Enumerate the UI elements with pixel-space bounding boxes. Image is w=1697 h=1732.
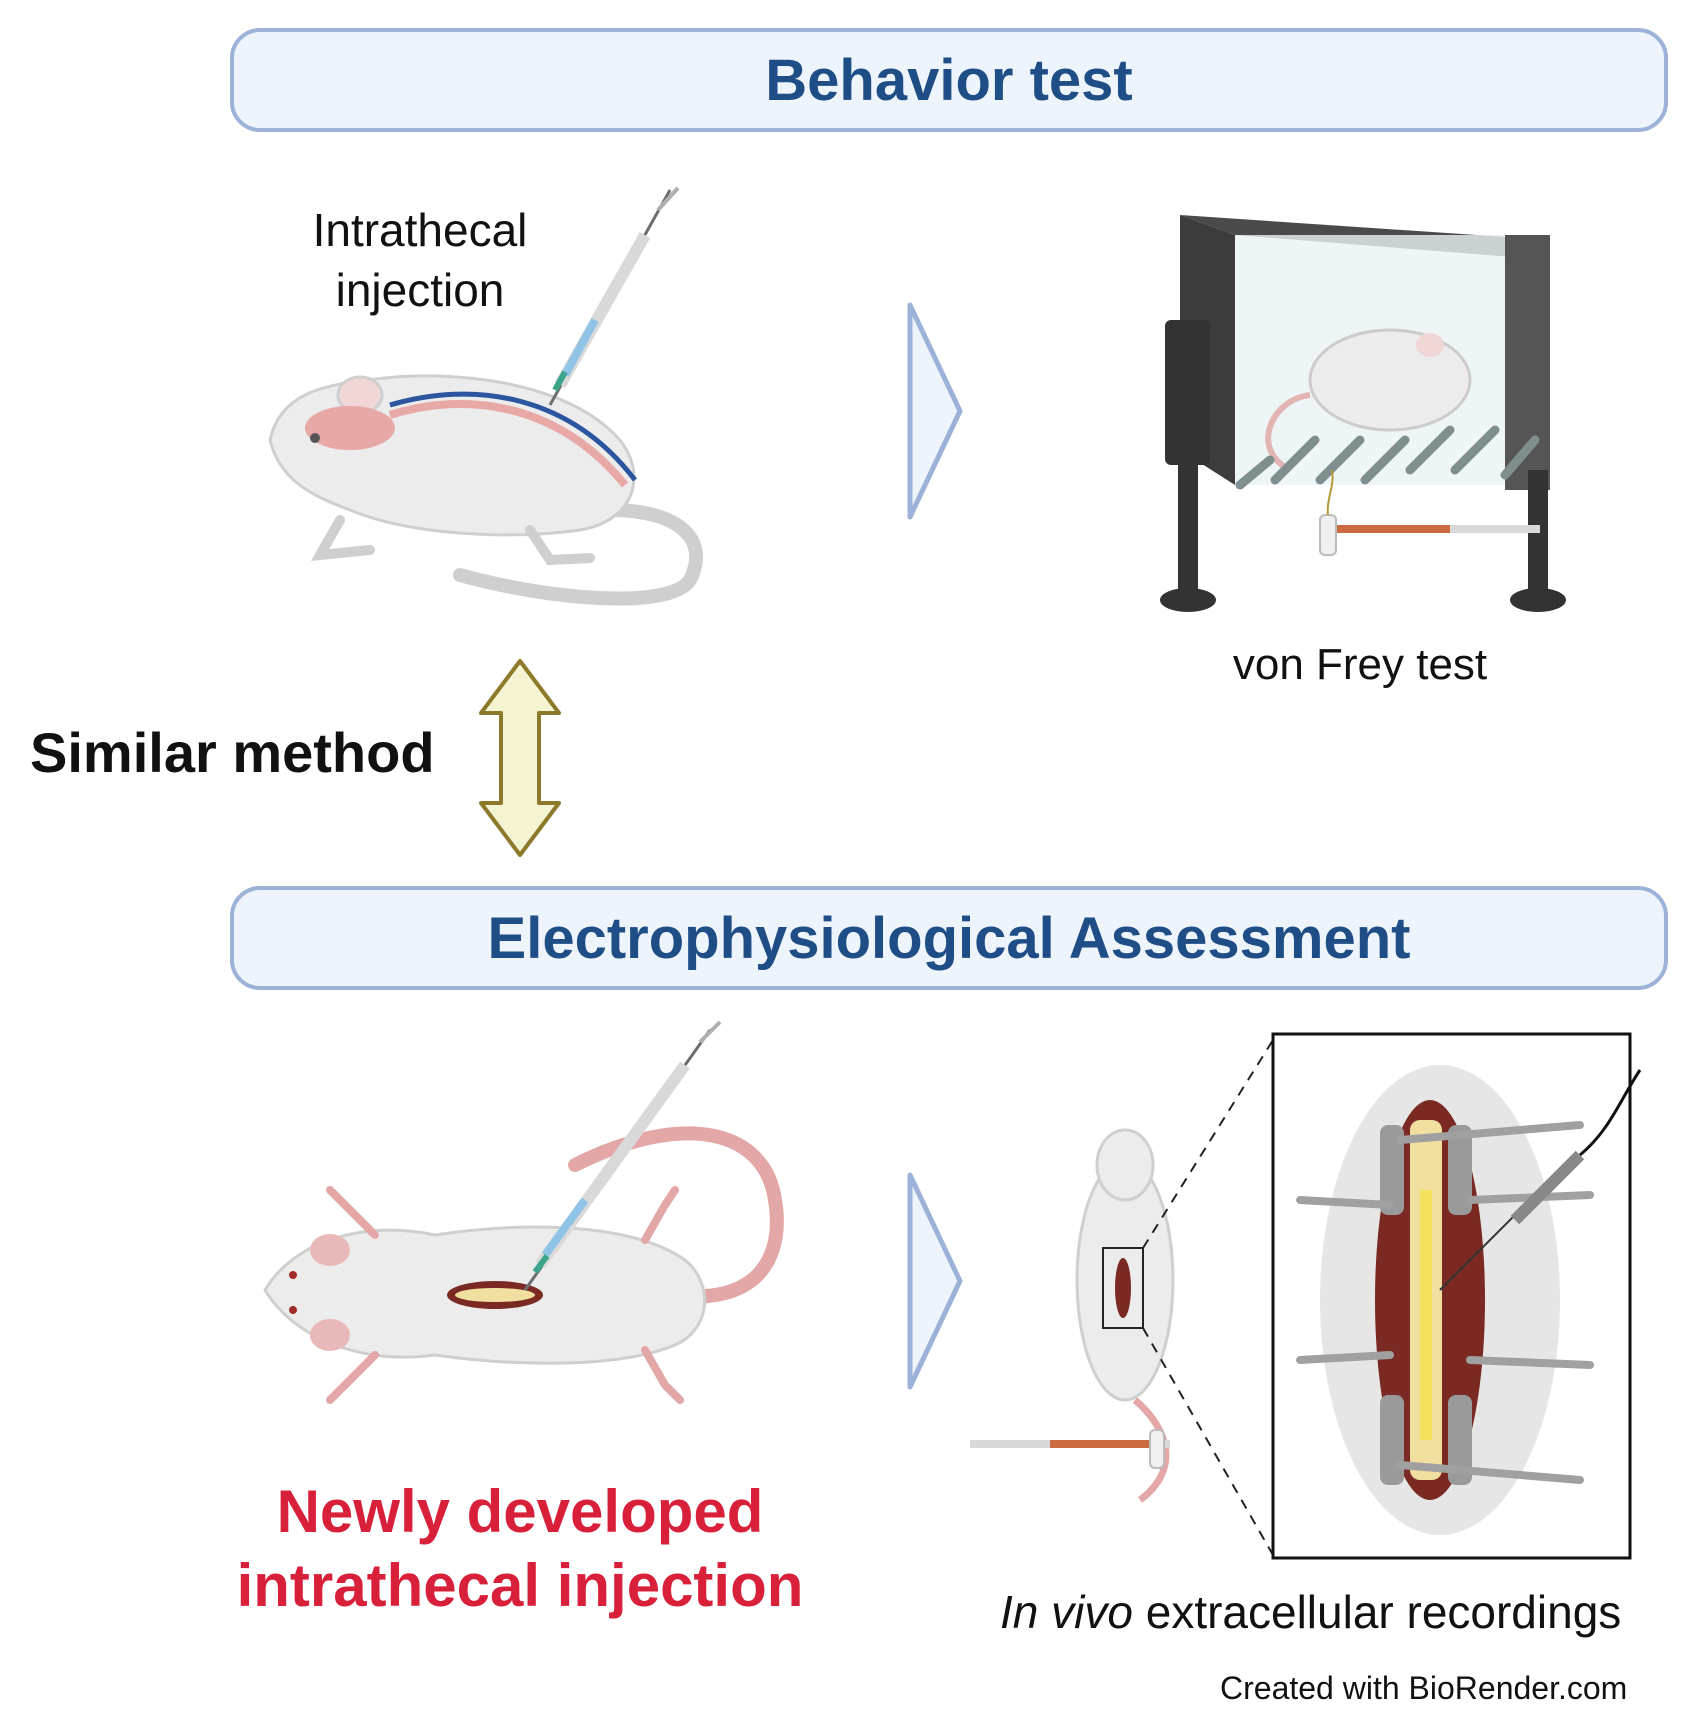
von-frey-test-label: von Frey test <box>1232 640 1488 689</box>
newly-developed-line1: Newly developed <box>276 1478 764 1545</box>
double-headed-arrow <box>479 659 561 857</box>
mouse-top-view-illustration <box>263 1020 784 1404</box>
behavior-test-title: Behavior test <box>765 47 1133 113</box>
intrathecal-line2: injection <box>335 264 505 316</box>
intrathecal-line1: Intrathecal <box>312 204 528 256</box>
in-vivo-italic-text: In vivo <box>1000 1586 1133 1638</box>
electrophysiological-assessment-banner: Electrophysiological Assessment <box>230 886 1668 990</box>
intrathecal-injection-label: Intrathecal injection <box>270 200 570 320</box>
behavior-test-banner: Behavior test <box>230 28 1668 132</box>
newly-developed-line2: intrathecal injection <box>236 1552 804 1619</box>
von-frey-apparatus-illustration <box>1160 215 1566 612</box>
in-vivo-rest-text: extracellular recordings <box>1132 1586 1622 1638</box>
in-vivo-recordings-label: In vivo extracellular recordings <box>1000 1585 1697 1639</box>
in-vivo-recording-illustration <box>970 1032 1642 1560</box>
electrophysiological-assessment-title: Electrophysiological Assessment <box>487 905 1411 971</box>
mouse-side-view-illustration <box>268 186 703 606</box>
top-chevron-arrow <box>907 302 963 520</box>
newly-developed-label: Newly developed intrathecal injection <box>200 1475 840 1623</box>
bottom-chevron-arrow <box>907 1172 963 1390</box>
similar-method-label: Similar method <box>30 721 435 784</box>
biorender-credit: Created with BioRender.com <box>1220 1670 1628 1706</box>
